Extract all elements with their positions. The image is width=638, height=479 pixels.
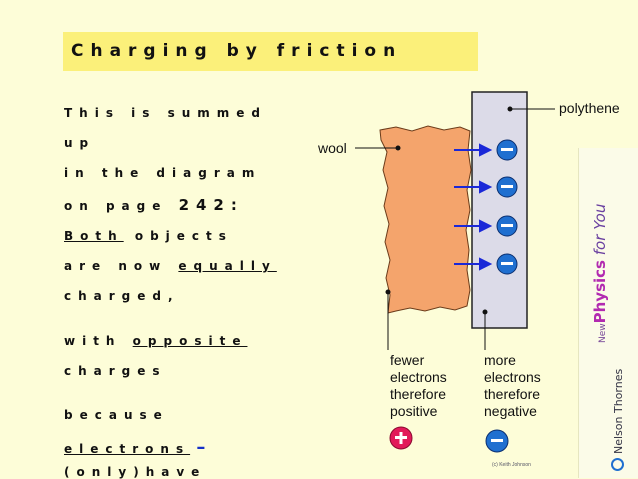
friction-diagram (355, 91, 555, 453)
more-line-2: electrons (484, 369, 541, 385)
fewer-electrons-label: fewer electrons therefore positive (390, 352, 447, 420)
text-line-10: because (64, 408, 169, 422)
text-line-5b: objects (123, 229, 233, 243)
publisher-name: Nelson Thornes (612, 368, 625, 454)
leader-lines (355, 106, 555, 350)
polythene-rod (471, 91, 528, 329)
blue-dash: – (190, 437, 206, 458)
series-new: New (598, 323, 608, 343)
minus-bar (491, 439, 503, 442)
more-electrons-label: more electrons therefore negative (484, 352, 541, 420)
publisher-logo-icon (611, 458, 624, 471)
text-line-3: in the diagram (64, 166, 262, 180)
text-line-12: (only)have (64, 465, 207, 479)
emphasis-equally: equally (178, 259, 277, 273)
text-line-5: Both objects (64, 229, 233, 243)
emphasis-opposite: opposite (132, 334, 248, 348)
text-line-11: electrons – (64, 437, 205, 458)
branding-panel: NewPhysics for You Nelson Thornes (578, 148, 638, 478)
electron-minus-signs (501, 148, 513, 265)
text-line-2: up (64, 136, 96, 150)
fewer-line-1: fewer (390, 352, 425, 368)
more-line-3: therefore (484, 386, 541, 402)
page-reference: 242: (178, 196, 244, 214)
text-line-7: charged, (64, 289, 180, 303)
transfer-arrows (454, 143, 493, 271)
fewer-line-2: electrons (390, 369, 447, 385)
text-line-8a: with (64, 334, 133, 348)
slide-title: Charging by friction (71, 41, 403, 61)
series-for-you: for You (591, 203, 609, 261)
text-line-4a: on page (64, 199, 179, 213)
text-line-6: are now equally (64, 259, 277, 273)
fewer-line-4: positive (390, 403, 438, 419)
more-line-1: more (484, 352, 516, 368)
series-logo: NewPhysics for You (591, 204, 609, 343)
more-line-4: negative (484, 403, 537, 419)
text-line-4: on page 242: (64, 196, 244, 214)
title-bar: Charging by friction (63, 32, 478, 71)
series-physics: Physics (591, 260, 609, 324)
plus-vertical (399, 432, 403, 444)
fewer-line-3: therefore (390, 386, 447, 402)
text-line-6a: are now (64, 259, 179, 273)
text-line-9: charges (64, 364, 167, 378)
wool-cloth (379, 125, 472, 314)
emphasis-electrons: electrons (64, 442, 191, 456)
wool-label: wool (318, 140, 347, 156)
polythene-label: polythene (559, 100, 620, 116)
text-line-1: This is summed (64, 106, 268, 120)
emphasis-both: Both (64, 229, 124, 243)
copyright-credit: (c) Keith Johnson (492, 462, 531, 468)
text-line-8: with opposite (64, 334, 247, 348)
